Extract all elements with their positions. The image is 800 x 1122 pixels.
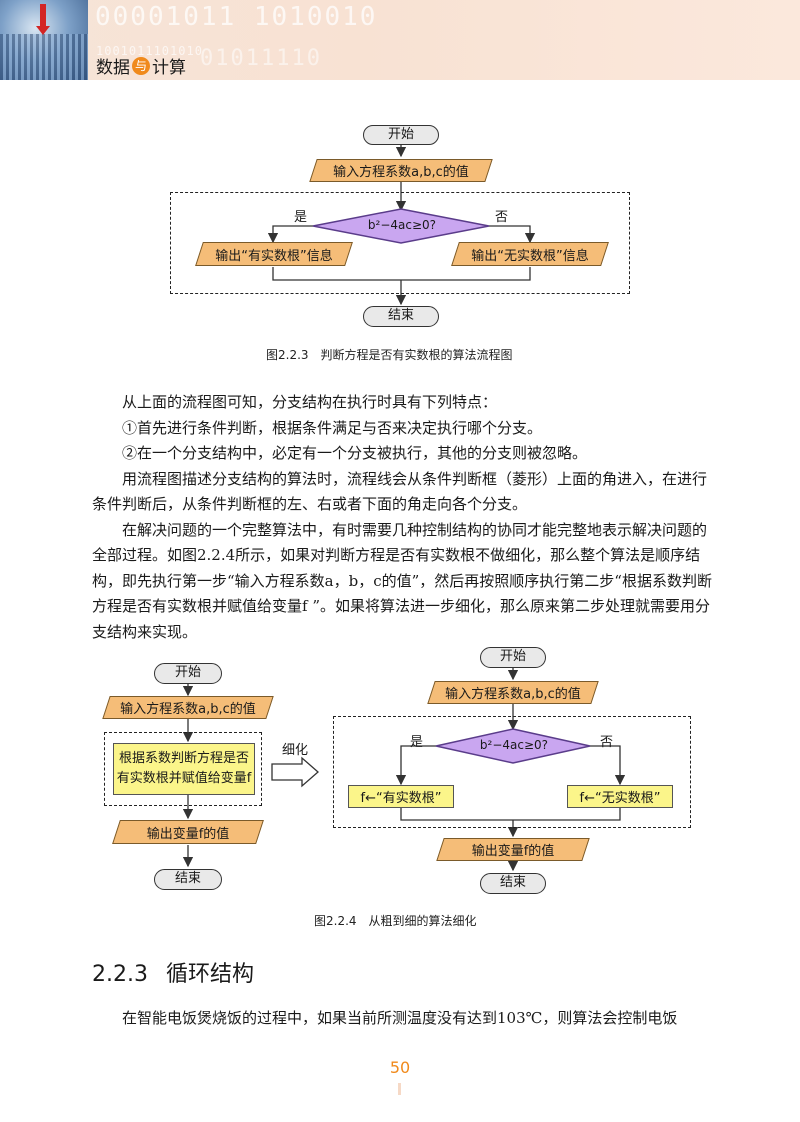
- body2-p1: 在智能电饭煲烧饭的过程中，如果当前所测温度没有达到103℃，则算法会控制电饭: [122, 1009, 678, 1027]
- fig2r-decision-text: b²−4ac≥0?: [479, 738, 549, 752]
- fig1-out-yes-text: 输出“有实数根”信息: [215, 248, 333, 264]
- fig2r-merge-line: [400, 808, 621, 821]
- fig1-caption: 图2.2.3 判断方程是否有实数根的算法流程图: [266, 348, 513, 362]
- body-text-1: 从上面的流程图可知，分支结构在执行时具有下列特点： ①首先进行条件判断，根据条件…: [92, 390, 712, 645]
- book-title-yu: 与: [132, 56, 150, 75]
- fig2r-start: 开始: [480, 647, 546, 668]
- header-binary-mid: 01011110: [200, 46, 322, 71]
- fig2r-yes-label: 是: [410, 735, 424, 750]
- refine-label: 细化: [282, 743, 309, 758]
- fig1-arrow-no: [489, 225, 536, 244]
- fig2l-output-text: 输出变量f的值: [146, 826, 230, 842]
- body1-p2: ①首先进行条件判断，根据条件满足与否来决定执行哪个分支。: [122, 418, 543, 437]
- page-number: 50: [389, 1058, 411, 1077]
- body-text-2: 在智能电饭煲烧饭的过程中，如果当前所测温度没有达到103℃，则算法会控制电饭: [92, 1006, 712, 1032]
- body1-p4: 用流程图描述分支结构的算法时，流程线会从条件判断框（菱形）上面的角进入，在进行条…: [92, 469, 708, 514]
- fig1-start: 开始: [363, 125, 439, 145]
- fig2l-start: 开始: [154, 663, 222, 684]
- fig2l-input-text: 输入方程系数a,b,c的值: [120, 702, 256, 717]
- book-title: 数据 与 计算: [96, 53, 186, 78]
- fig1-out-no-text: 输出“无实数根”信息: [471, 248, 589, 264]
- crowd-graphic: [0, 34, 88, 80]
- fig2l-dashed-box: [104, 732, 262, 806]
- fig1-out-yes-box: 输出“有实数根”信息: [195, 242, 353, 266]
- fig2l-end: 结束: [154, 869, 222, 890]
- fig1-end: 结束: [363, 306, 439, 327]
- fig2l-input-box: 输入方程系数a,b,c的值: [102, 696, 274, 719]
- book-title-b: 计算: [152, 58, 186, 78]
- fig2r-assign-yes: f←“有实数根”: [348, 785, 454, 808]
- section-heading: 2.2.3 循环结构: [92, 956, 254, 988]
- header-image: [0, 0, 88, 80]
- red-arrow-icon: [36, 4, 50, 35]
- fig2r-dashed-box: [333, 716, 691, 828]
- fig2r-arrow-no: [590, 745, 626, 786]
- body1-p3: ②在一个分支结构中，必定有一个分支被执行，其他的分支则被忽略。: [122, 444, 588, 462]
- fig2r-input-box: 输入方程系数a,b,c的值: [427, 681, 599, 704]
- fig2r-end: 结束: [480, 873, 546, 894]
- body1-p1: 从上面的流程图可知，分支结构在执行时具有下列特点：: [122, 393, 498, 411]
- fig2r-assign-no: f←“无实数根”: [567, 785, 673, 808]
- fig1-no-label: 否: [495, 210, 509, 225]
- section-title: 循环结构: [165, 962, 254, 987]
- fig1-arrow-yes: [267, 225, 313, 244]
- header-binary-small: 1001011101010: [96, 44, 203, 58]
- fig1-yes-label: 是: [294, 210, 308, 225]
- fig2-caption: 图2.2.4 从粗到细的算法细化: [314, 914, 477, 928]
- book-title-a: 数据: [96, 58, 130, 78]
- fig1-out-no-box: 输出“无实数根”信息: [451, 242, 609, 266]
- page-number-tick: [398, 1083, 401, 1095]
- fig1-decision-diamond: [312, 208, 490, 244]
- section-number: 2.2.3: [92, 962, 148, 987]
- fig2r-output-text: 输出变量f的值: [471, 844, 555, 859]
- fig2r-output-box: 输出变量f的值: [436, 838, 590, 861]
- fig2l-process-line2: 有实数根并赋值给变量f: [116, 771, 252, 786]
- fig1-input-box: 输入方程系数a,b,c的值: [309, 159, 493, 182]
- fig1-branch-dashed-box: [170, 192, 630, 294]
- fig2r-arrow-yes: [395, 745, 436, 786]
- fig2l-process-line1: 根据系数判断方程是否: [118, 751, 249, 766]
- refine-arrow-icon: [271, 756, 319, 788]
- fig2r-decision-diamond: [435, 728, 591, 764]
- body1-p5: 在解决问题的一个完整算法中，有时需要几种控制结构的协同才能完整地表示解决问题的全…: [92, 520, 712, 641]
- header-binary-text: 00001011 1010010: [95, 2, 378, 32]
- fig1-input-text: 输入方程系数a,b,c的值: [333, 165, 469, 180]
- fig2l-output-box: 输出变量f的值: [112, 820, 264, 844]
- fig2l-process-box: 根据系数判断方程是否 有实数根并赋值给变量f: [113, 743, 255, 795]
- fig2r-input-text: 输入方程系数a,b,c的值: [445, 687, 581, 702]
- fig2r-no-label: 否: [600, 735, 614, 750]
- fig1-decision-text: b²−4ac≥0?: [367, 218, 437, 232]
